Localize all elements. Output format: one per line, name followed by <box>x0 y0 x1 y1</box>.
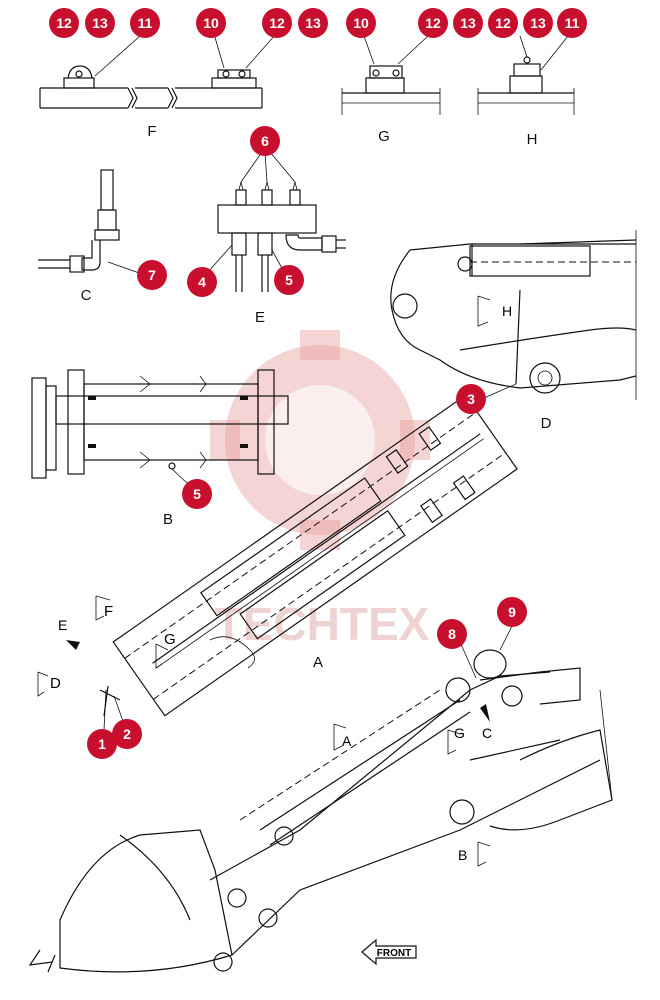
svg-text:3: 3 <box>467 391 475 407</box>
view-label-a: A <box>313 654 323 671</box>
view-label-f: F <box>147 123 156 140</box>
svg-text:12: 12 <box>269 15 285 31</box>
callout-11: 11 <box>557 8 587 38</box>
view-label-e: E <box>255 309 265 326</box>
callout-10: 10 <box>346 8 376 38</box>
callout-3: 3 <box>456 384 486 414</box>
callout-10: 10 <box>196 8 226 38</box>
view-g: G <box>341 35 441 145</box>
view-label-g: G <box>378 128 390 145</box>
callout-4: 4 <box>187 267 217 297</box>
callout-8: 8 <box>437 619 467 649</box>
callout-5: 5 <box>182 479 212 509</box>
svg-text:12: 12 <box>425 15 441 31</box>
view-a-section-e: E <box>58 617 67 633</box>
svg-text:13: 13 <box>460 15 476 31</box>
svg-text:6: 6 <box>261 133 269 149</box>
overview-section-g: G <box>454 725 465 741</box>
view-label-h: H <box>527 131 538 148</box>
view-a-section-f: F <box>104 603 113 620</box>
callout-12: 12 <box>49 8 79 38</box>
overview-section-b: B <box>458 847 467 863</box>
svg-text:10: 10 <box>353 15 369 31</box>
callout-13: 13 <box>298 8 328 38</box>
callout-12: 12 <box>488 8 518 38</box>
view-d: H D <box>390 230 637 432</box>
view-c: C <box>38 169 143 304</box>
callout-12: 12 <box>418 8 448 38</box>
view-e: E <box>207 151 346 326</box>
svg-text:12: 12 <box>495 15 511 31</box>
svg-text:2: 2 <box>123 726 131 742</box>
callout-9: 9 <box>497 597 527 627</box>
svg-text:13: 13 <box>530 15 546 31</box>
front-arrow: FRONT <box>361 938 417 966</box>
svg-text:9: 9 <box>508 604 516 620</box>
view-a-section-g: G <box>164 631 176 648</box>
svg-text:5: 5 <box>285 272 293 288</box>
svg-text:5: 5 <box>193 486 201 502</box>
view-label-b: B <box>163 511 173 528</box>
svg-text:11: 11 <box>138 15 153 31</box>
excavator-overview: A G C B <box>28 625 613 973</box>
watermark: TECHTEX <box>210 330 430 650</box>
callout-1: 1 <box>87 729 117 759</box>
callout-7: 7 <box>137 260 167 290</box>
svg-text:12: 12 <box>56 15 72 31</box>
view-a: F G E D A <box>37 394 518 731</box>
view-d-section-h: H <box>502 303 512 319</box>
svg-text:11: 11 <box>565 15 580 31</box>
callout-5: 5 <box>274 265 304 295</box>
view-label-c: C <box>81 287 92 304</box>
svg-text:8: 8 <box>448 626 456 642</box>
front-label: FRONT <box>377 948 411 959</box>
svg-text:10: 10 <box>203 15 219 31</box>
callout-13: 13 <box>85 8 115 38</box>
overview-section-c: C <box>482 725 492 741</box>
view-h: H <box>477 35 575 148</box>
svg-text:13: 13 <box>305 15 321 31</box>
svg-text:7: 7 <box>148 267 156 283</box>
view-f: F <box>39 33 277 140</box>
callout-13: 13 <box>453 8 483 38</box>
view-b: B <box>31 369 289 528</box>
svg-text:1: 1 <box>98 736 106 752</box>
callout-6: 6 <box>250 126 280 156</box>
callout-2: 2 <box>112 719 142 749</box>
svg-text:13: 13 <box>92 15 108 31</box>
callout-11: 11 <box>130 8 160 38</box>
overview-section-a: A <box>342 733 352 749</box>
callout-13: 13 <box>523 8 553 38</box>
callout-12: 12 <box>262 8 292 38</box>
svg-text:4: 4 <box>198 274 206 290</box>
view-label-d: D <box>541 415 552 432</box>
view-a-section-d: D <box>50 675 61 692</box>
